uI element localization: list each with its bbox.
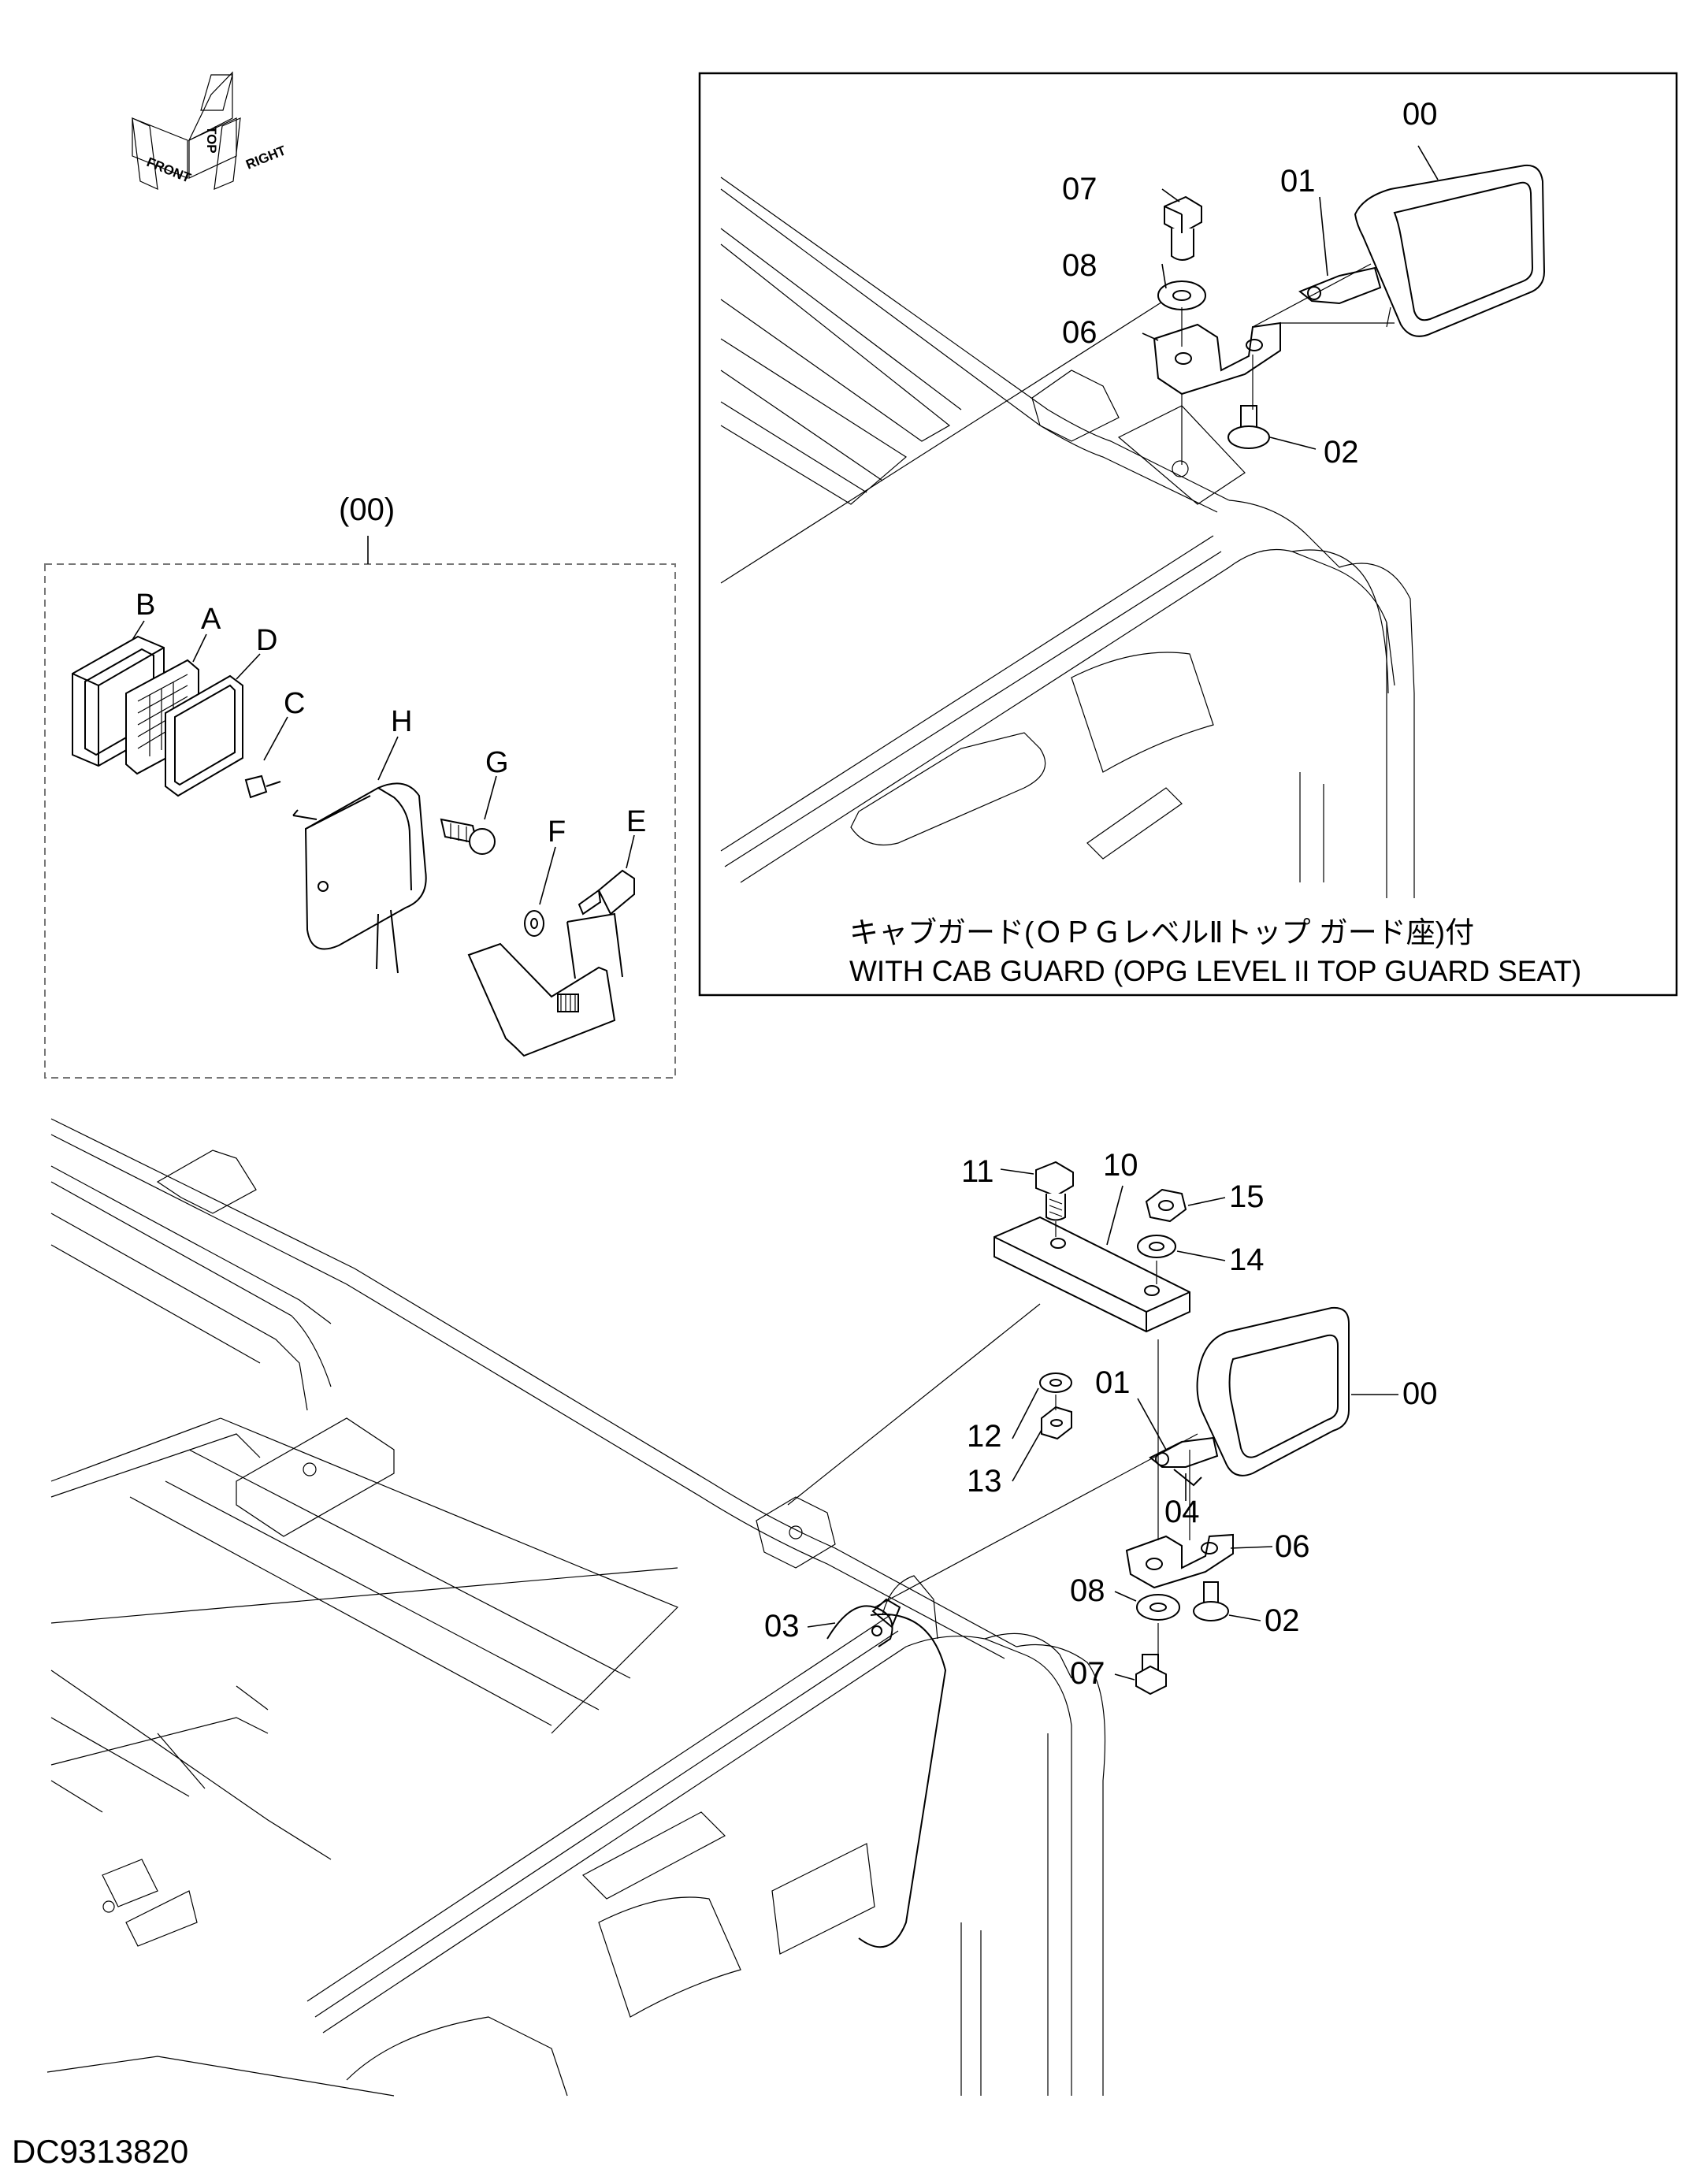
main-callout-08: 08: [1070, 1573, 1105, 1608]
assembly-letter-C: C: [284, 687, 305, 720]
main-cab-view: 11 10 15 14 00 01 12 13 04 06 08 02 07 0…: [46, 1118, 1438, 2097]
main-callout-11: 11: [961, 1154, 994, 1189]
part-D-gasket: [165, 653, 261, 797]
inset-work-lamp: [1298, 164, 1546, 337]
assembly-frame: [44, 563, 676, 1079]
assembly-label: (00): [339, 492, 395, 527]
inset-bolt: [1164, 195, 1202, 261]
main-bolt-07: [1135, 1654, 1167, 1696]
main-flange-bolt-02: [1193, 1581, 1229, 1621]
assembly-letter-H: H: [391, 705, 412, 738]
assembly-letter-A: A: [201, 603, 221, 636]
main-washer-12: [1039, 1372, 1072, 1393]
main-washer-08: [1136, 1594, 1180, 1621]
main-callout-02: 02: [1265, 1603, 1300, 1638]
main-work-lamp: [1149, 1306, 1350, 1487]
inset-frame: [698, 72, 1678, 997]
assembly-exploded-view: (00): [44, 492, 676, 1079]
main-callout-00: 00: [1402, 1376, 1438, 1411]
inset-bracket: [1153, 321, 1281, 396]
inset-flange-bolt: [1227, 405, 1270, 449]
inset-caption-jp: キャブガード(ＯＰＧレベルⅡトップ ガード座)付: [849, 916, 1474, 949]
main-lamp-bracket: [1125, 1533, 1234, 1589]
orientation-icon: FRONT TOP RIGHT: [132, 71, 288, 190]
inset-caption-en: WITH CAB GUARD (OPG LEVEL II TOP GUARD S…: [849, 955, 1581, 987]
main-callout-14: 14: [1229, 1242, 1265, 1277]
main-cab-roof: [46, 1118, 1106, 2097]
orientation-front-label: FRONT: [145, 154, 194, 186]
assembly-letter-D: D: [256, 624, 277, 657]
drawing-number: DC9313820: [12, 2133, 188, 2170]
main-callout-07: 07: [1070, 1656, 1105, 1691]
part-G-bolt: [440, 775, 497, 855]
main-callout-06: 06: [1275, 1529, 1310, 1564]
assembly-letter-E: E: [626, 805, 646, 838]
main-callout-01: 01: [1095, 1365, 1131, 1400]
orientation-right-label: RIGHT: [243, 143, 288, 173]
inset-callout-08: 08: [1062, 248, 1097, 283]
inset-callout-06: 06: [1062, 315, 1097, 350]
inset-cab-roof: [720, 176, 1415, 898]
main-callout-12: 12: [967, 1419, 1002, 1454]
inset-callout-07: 07: [1062, 172, 1097, 206]
inset-callout-02: 02: [1324, 435, 1359, 470]
part-E-bolt: [578, 834, 635, 916]
main-bolt-11: [1035, 1161, 1074, 1221]
main-callout-04: 04: [1164, 1495, 1200, 1529]
part-C-screw: [244, 716, 288, 799]
main-callout-10: 10: [1103, 1148, 1138, 1183]
part-F-washer: [524, 846, 556, 937]
part-bracket: [467, 912, 623, 1057]
main-mounting-plate: [993, 1216, 1190, 1333]
main-wiring-harness: [826, 1598, 947, 1948]
main-callout-15: 15: [1229, 1179, 1265, 1214]
assembly-letter-B: B: [136, 589, 155, 622]
orientation-top-label: TOP: [204, 126, 219, 154]
main-nut-15: [1145, 1188, 1187, 1223]
assembly-letter-F: F: [548, 815, 566, 849]
assembly-letter-G: G: [485, 746, 509, 779]
main-nut-13: [1041, 1406, 1072, 1440]
part-H-lamp-housing: [292, 736, 427, 974]
main-callout-03: 03: [764, 1609, 800, 1644]
inset-cab-guard-view: 00 01 07 08 06 02 キャブガード(ＯＰＧレベルⅡトップ ガード座…: [698, 72, 1678, 997]
inset-callout-00: 00: [1402, 97, 1438, 132]
inset-callout-01: 01: [1280, 164, 1316, 199]
main-callout-13: 13: [967, 1464, 1002, 1499]
main-washer-14: [1137, 1235, 1176, 1258]
